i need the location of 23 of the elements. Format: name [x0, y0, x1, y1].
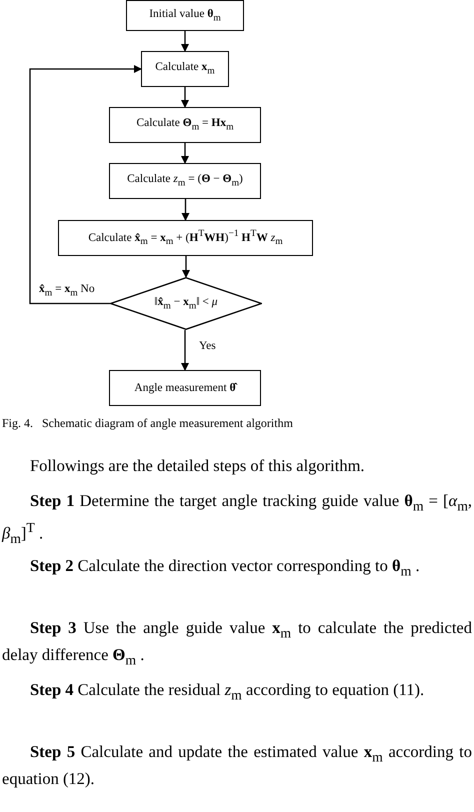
process-box: Calculate x̂$_{m}$ = x$_{m}$ + (H$^{T}$WH)$^{−1}$ H$^{T}$W z$_{m}$	[58, 220, 313, 256]
arrow	[181, 330, 189, 371]
arrow	[182, 199, 190, 221]
arrow	[29, 65, 142, 304]
process-box: Calculate z$_{m}$ = (Θ − Θ$_{m}$)	[109, 163, 261, 199]
arrow	[181, 31, 189, 52]
paragraph: Step 5 Calculate and update the estimated value x$_{m}$ according to equation (12).	[2, 741, 472, 790]
figure-caption: Fig. 4. Schematic diagram of angle measurement algorithm	[2, 416, 293, 431]
edge-label: Yes	[198, 340, 217, 352]
process-box: Angle measurement θ̂	[109, 370, 261, 406]
arrow	[182, 256, 190, 278]
process-box: Initial value θ$_{m}$	[126, 0, 244, 31]
process-box: Calculate Θ$_{m}$ = Hx$_{m}$	[109, 107, 261, 143]
paragraph: Step 2 Calculate the direction vector corresponding to θ$_{m}$ .	[29, 555, 421, 580]
edge-label: x̂$_{m}$ = x$_{m}$ No	[38, 283, 96, 298]
paragraph: Step 3 Use the angle guide value x$_{m}$ to calculate the predicted delay difference Θ$_{m}$ .	[2, 617, 472, 670]
arrow	[181, 143, 189, 164]
paragraph: Step 4 Calculate the residual z$_{m}$ according to equation (11).	[29, 679, 426, 704]
arrow	[181, 87, 189, 108]
process-box: Calculate x$_{m}$	[141, 51, 229, 87]
paragraph: Step 1 Determine the target angle tracking guide value θ$_{m}$ = [α$_{m}$, β$_{m}$]$^{T}$ .	[2, 490, 472, 548]
paragraph: Followings are the detailed steps of this algorithm.	[29, 455, 366, 477]
condition-text: ‖x̂$_{m}$ − x$_{m}$‖ < μ	[154, 296, 218, 312]
